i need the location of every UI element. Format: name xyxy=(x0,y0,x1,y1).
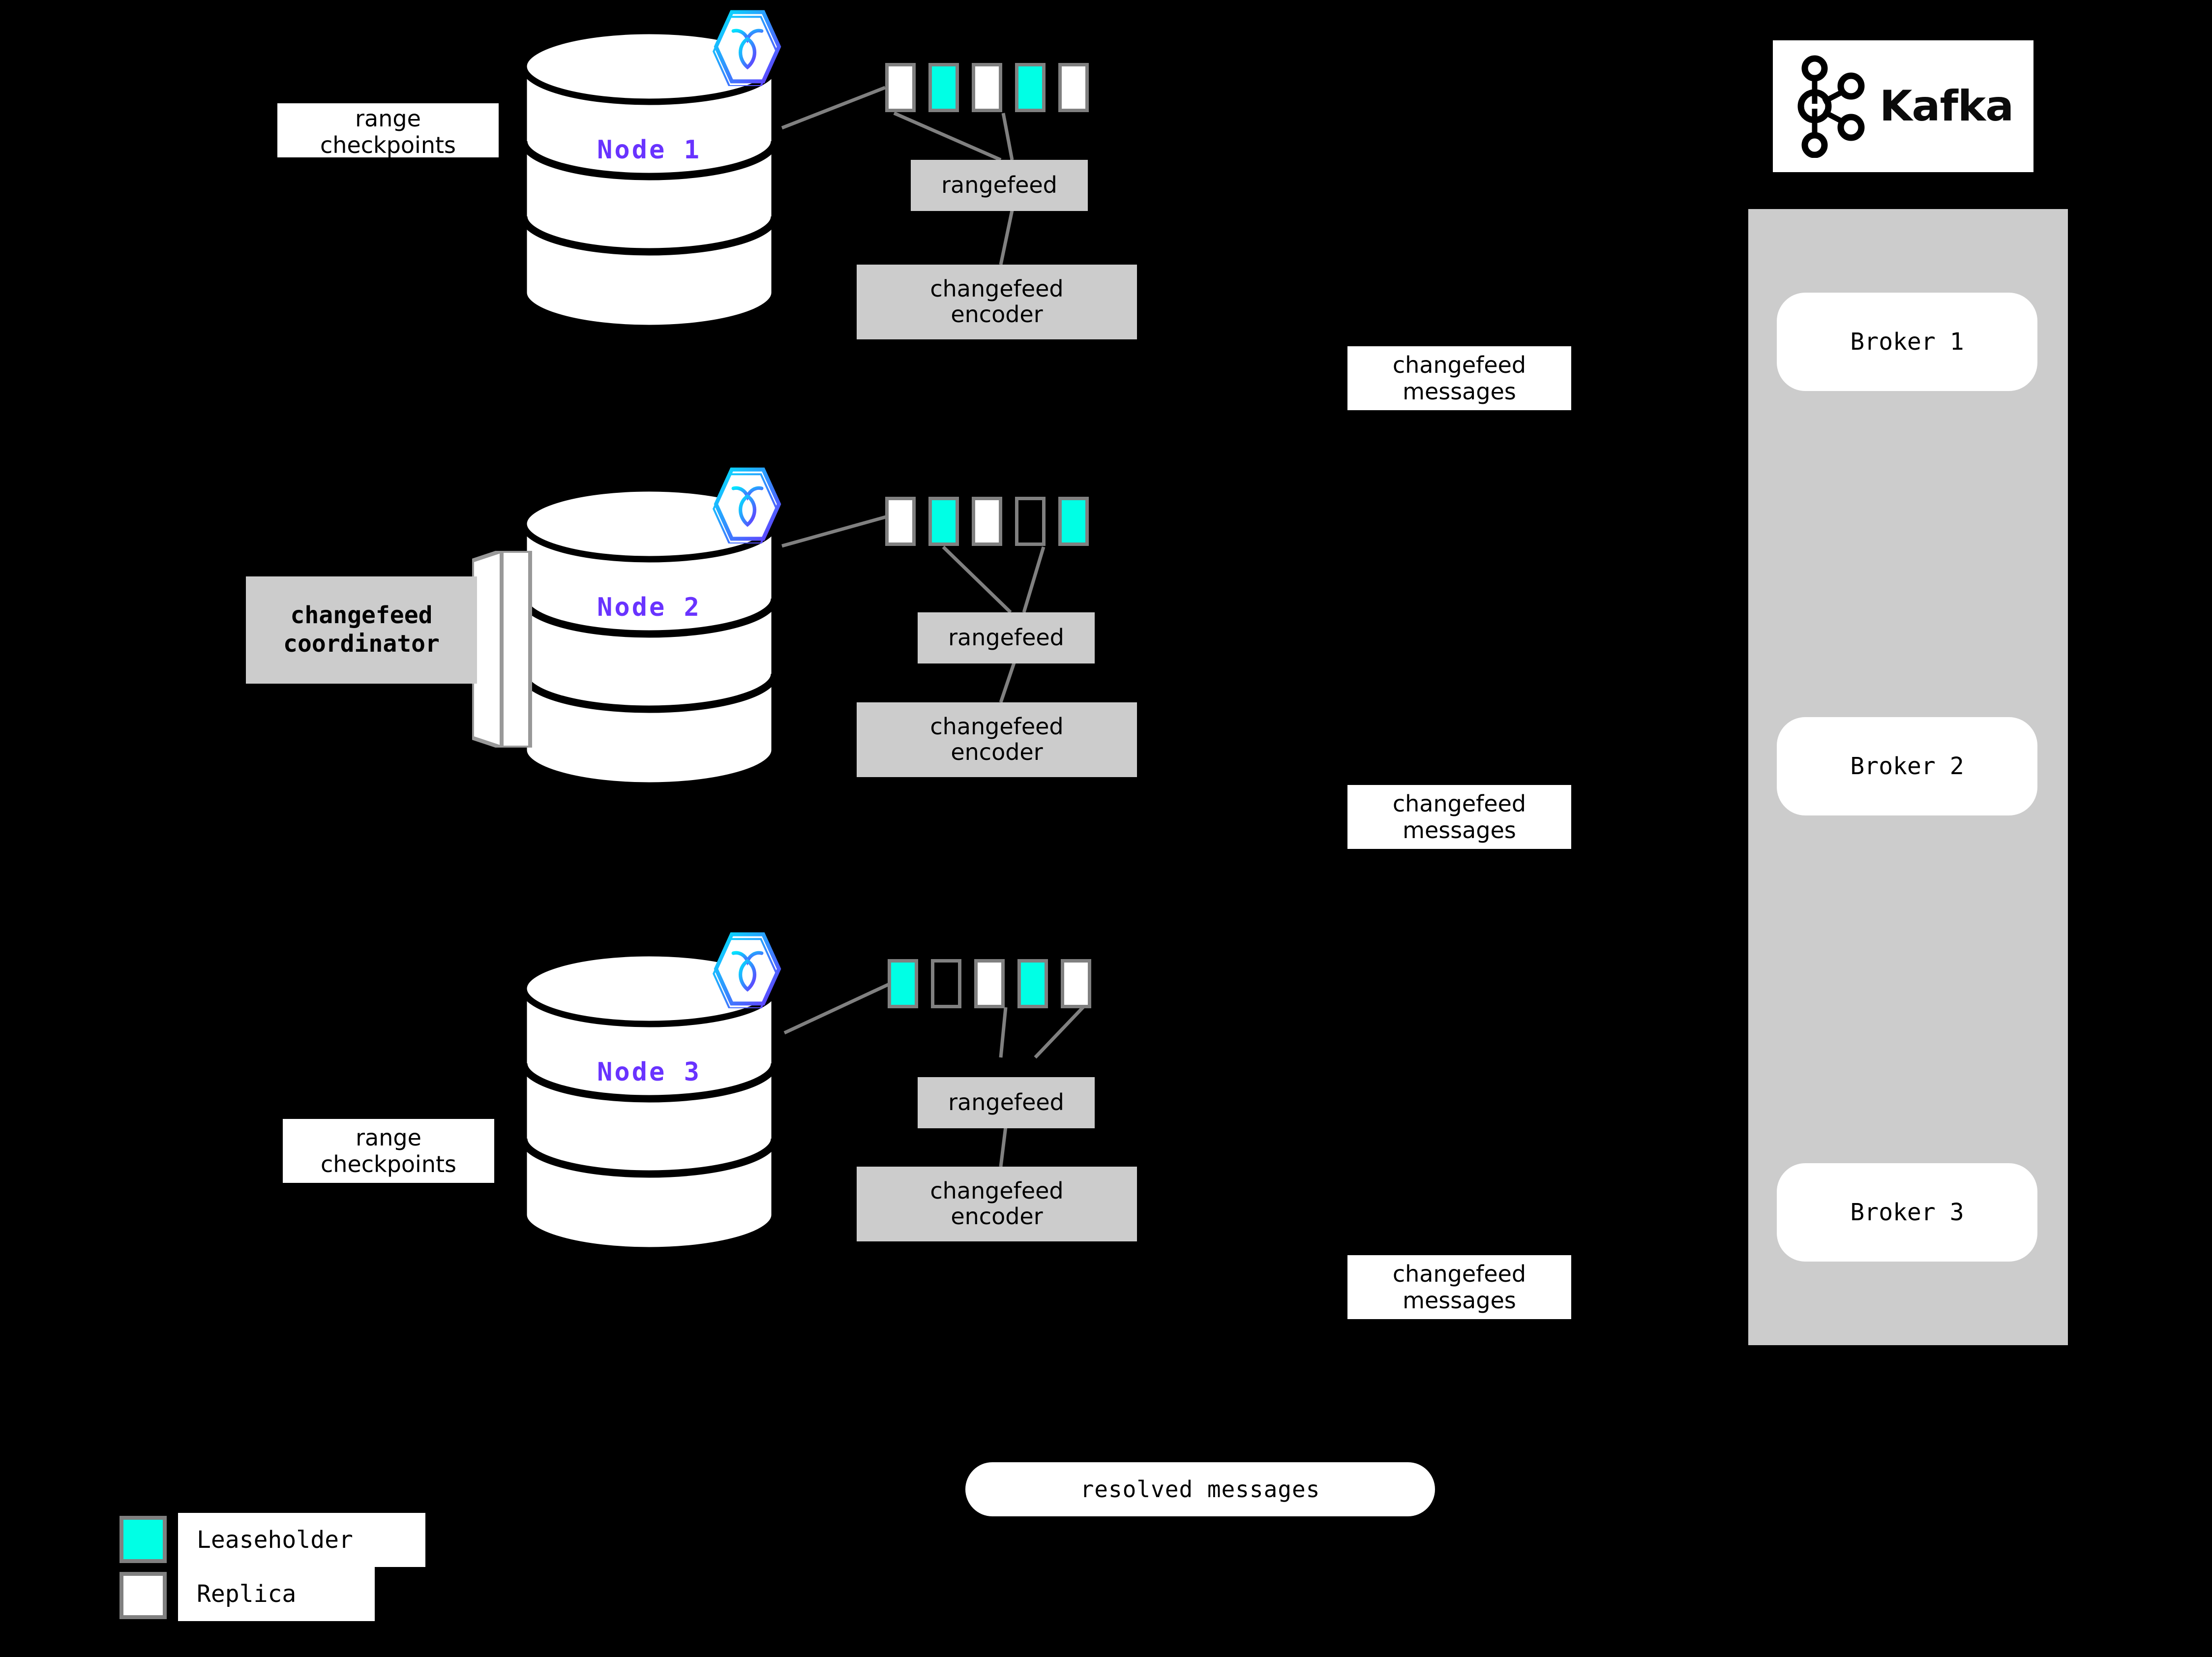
legend-label-leaseholder: Leaseholder xyxy=(178,1513,425,1567)
range-leaseholder[interactable] xyxy=(1058,497,1089,546)
kafka-logo-box: Kafka xyxy=(1773,40,2033,172)
node-3-rangefeed-box[interactable]: rangefeed xyxy=(918,1077,1095,1128)
kafka-graph-icon xyxy=(1797,55,1865,158)
range-replica[interactable] xyxy=(972,63,1002,112)
node-1-rangefeed-box[interactable]: rangefeed xyxy=(911,160,1088,211)
cockroachdb-hexagon-icon xyxy=(713,932,781,1008)
changefeed-coordinator-label: changefeed coordinator xyxy=(283,602,440,658)
changefeed-coordinator-pointer xyxy=(472,551,532,748)
range-replica[interactable] xyxy=(972,497,1002,546)
changefeed-messages-2: changefeed messages xyxy=(1347,785,1571,849)
broker-3[interactable]: Broker 3 xyxy=(1777,1163,2037,1262)
changefeed-messages-3-label: changefeed messages xyxy=(1392,1260,1526,1314)
node-3-label: Node 3 xyxy=(597,1057,701,1087)
node-1-cylinder: Node 1 xyxy=(519,10,781,332)
broker-2[interactable]: Broker 2 xyxy=(1777,717,2037,815)
range-replica[interactable] xyxy=(885,497,916,546)
range-replica[interactable] xyxy=(974,959,1005,1008)
range-empty[interactable] xyxy=(931,959,961,1008)
node-2-range-row xyxy=(885,497,1089,546)
kafka-wordmark: Kafka xyxy=(1879,82,2014,131)
range-replica[interactable] xyxy=(1058,63,1089,112)
range-checkpoints-bottom: range checkpoints xyxy=(283,1119,494,1183)
range-leaseholder[interactable] xyxy=(1017,959,1048,1008)
node-2-cylinder: Node 2 xyxy=(519,467,781,789)
range-leaseholder[interactable] xyxy=(1015,63,1046,112)
range-checkpoints-top: range checkpoints xyxy=(277,103,499,159)
broker-1[interactable]: Broker 1 xyxy=(1777,293,2037,391)
node-2-encoder-box[interactable]: changefeed encoder xyxy=(857,702,1137,777)
resolved-messages-label: resolved messages xyxy=(1080,1476,1320,1503)
node-1-encoder-label: changefeed encoder xyxy=(930,275,1064,328)
node-3-encoder-box[interactable]: changefeed encoder xyxy=(857,1167,1137,1241)
node-1-encoder-box[interactable]: changefeed encoder xyxy=(857,265,1137,339)
node-2-rangefeed-label: rangefeed xyxy=(948,624,1064,651)
range-leaseholder[interactable] xyxy=(888,959,918,1008)
range-leaseholder[interactable] xyxy=(928,63,959,112)
node-2-encoder-label: changefeed encoder xyxy=(930,713,1064,765)
broker-2-label: Broker 2 xyxy=(1850,753,1964,780)
legend-swatch-leaseholder xyxy=(120,1516,167,1563)
legend-label-replica: Replica xyxy=(178,1567,375,1621)
range-checkpoints-bottom-label: range checkpoints xyxy=(321,1124,456,1177)
legend-swatch-replica xyxy=(120,1572,167,1619)
node-3-rangefeed-label: rangefeed xyxy=(948,1089,1064,1116)
node-1-rangefeed-label: rangefeed xyxy=(941,172,1057,199)
node-2-label: Node 2 xyxy=(597,593,701,622)
range-replica[interactable] xyxy=(885,63,916,112)
node-1-range-row xyxy=(885,63,1089,112)
node-3-cylinder: Node 3 xyxy=(519,932,781,1254)
changefeed-coordinator-callout[interactable]: changefeed coordinator xyxy=(246,576,477,684)
range-checkpoints-top-label: range checkpoints xyxy=(320,105,456,159)
range-leaseholder[interactable] xyxy=(928,497,959,546)
node-3-range-row xyxy=(888,959,1091,1008)
broker-1-label: Broker 1 xyxy=(1850,328,1964,356)
legend-leaseholder-text: Leaseholder xyxy=(197,1526,353,1554)
node-1-label: Node 1 xyxy=(597,135,701,165)
changefeed-messages-1-label: changefeed messages xyxy=(1392,351,1526,405)
changefeed-messages-3: changefeed messages xyxy=(1347,1255,1571,1319)
range-empty[interactable] xyxy=(1015,497,1046,546)
node-2-rangefeed-box[interactable]: rangefeed xyxy=(918,612,1095,663)
node-3-encoder-label: changefeed encoder xyxy=(930,1177,1064,1230)
legend-replica-text: Replica xyxy=(197,1580,297,1608)
resolved-messages-pill[interactable]: resolved messages xyxy=(965,1462,1435,1516)
changefeed-messages-2-label: changefeed messages xyxy=(1392,790,1526,844)
cockroachdb-hexagon-icon xyxy=(713,10,781,86)
broker-3-label: Broker 3 xyxy=(1850,1199,1964,1226)
cockroachdb-hexagon-icon xyxy=(713,467,781,543)
range-replica[interactable] xyxy=(1061,959,1091,1008)
changefeed-messages-1: changefeed messages xyxy=(1347,346,1571,410)
